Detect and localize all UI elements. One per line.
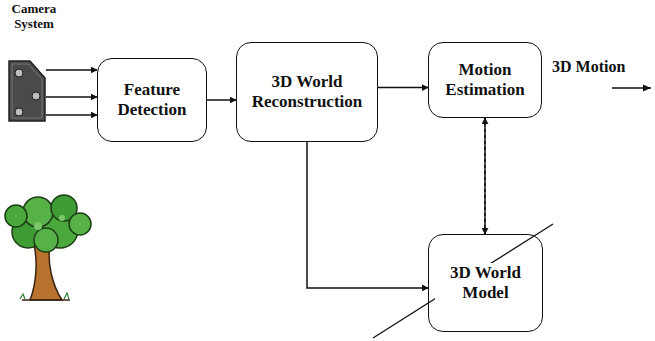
- process-box: 3D World Reconstruction: [236, 42, 378, 142]
- flow-arrow: [484, 118, 486, 234]
- feedback-arrow: [484, 118, 486, 234]
- flow-arrow: [46, 114, 97, 116]
- output-arrowhead: [643, 85, 651, 92]
- camera-plate: [8, 60, 46, 122]
- process-box: 3D World Model: [428, 234, 543, 332]
- flow-arrow: [46, 96, 97, 98]
- strike-slash: [373, 224, 553, 338]
- box-label: 3D World Model: [435, 263, 536, 304]
- box-label: Feature Detection: [104, 80, 200, 121]
- flow-arrow: [307, 142, 428, 288]
- box-label: Motion Estimation: [435, 60, 535, 101]
- signal-label: 3D Motion: [551, 58, 626, 76]
- process-box: Motion Estimation: [428, 42, 542, 118]
- camera-label: Camera System: [2, 2, 66, 32]
- camera-system: Camera System: [8, 60, 46, 122]
- tree-illustration: [5, 195, 91, 300]
- box-label: 3D World Reconstruction: [243, 72, 371, 113]
- process-box: Feature Detection: [97, 58, 207, 142]
- flow-arrow: [207, 99, 236, 101]
- flow-arrow: [46, 69, 97, 71]
- flow-arrow: [378, 87, 428, 89]
